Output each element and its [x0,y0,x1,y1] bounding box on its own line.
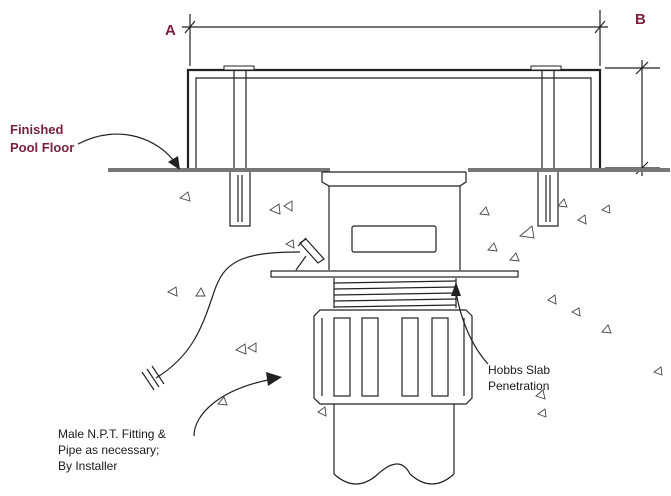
finished-floor-label-line1: Finished [10,122,64,137]
dimension-b: B [605,11,660,176]
dim-a-label: A [165,22,176,39]
male-npt-label-line2: Pipe as necessary; [58,443,159,457]
drain-body [270,171,519,278]
ground-wire [141,251,301,391]
threaded-section [333,278,457,308]
pipe [333,404,455,485]
male-npt-label-line1: Male N.P.T. Fitting & [58,427,166,441]
dim-b-label: B [635,11,646,28]
drain-grate-frame [186,65,602,227]
finished-floor-label-line2: Pool Floor [10,140,74,155]
concrete-aggregate [167,191,663,418]
pipe-fitting [313,309,473,405]
hobbs-label-line1: Hobbs Slab [488,363,550,377]
hobbs-label-line2: Penetration [488,379,549,393]
leader-arrows [77,133,489,437]
clamp-screw [295,237,325,271]
male-npt-label-line3: By Installer [58,459,117,473]
dimension-a: A [165,10,608,66]
